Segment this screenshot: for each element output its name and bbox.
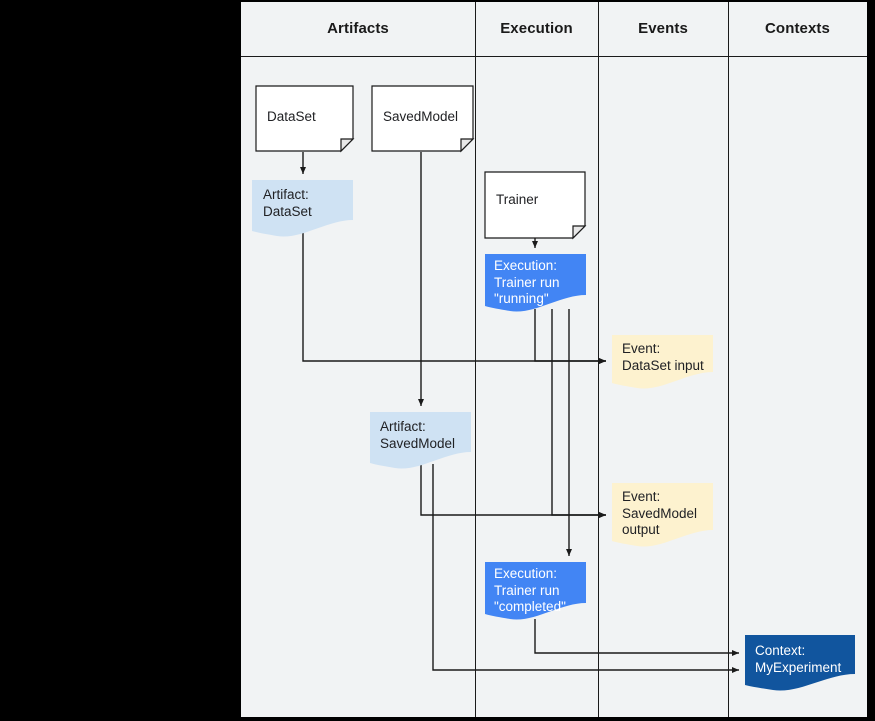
lane-divider-2	[598, 2, 600, 717]
lane-header-artifacts-label: Artifacts	[327, 20, 389, 37]
edge-execution-completed-to-context	[534, 619, 739, 656]
edge-execution-running-to-event-input	[534, 309, 606, 364]
lane-header-execution: Execution	[475, 2, 598, 56]
edge-artifact-savedmodel-to-event-output	[420, 464, 606, 518]
shape-type-dataset[interactable]	[255, 85, 354, 152]
header-rule	[241, 56, 867, 58]
shape-type-savedmodel[interactable]	[371, 85, 474, 152]
lane-header-execution-label: Execution	[500, 20, 573, 37]
lane-header-events: Events	[598, 2, 728, 56]
shape-event-savedmodel-output[interactable]	[612, 483, 713, 547]
shape-type-dataset-fold	[340, 138, 355, 153]
lane-header-events-label: Events	[638, 20, 688, 37]
shape-type-savedmodel-fold	[460, 138, 475, 153]
edge-execution-running-to-event-output	[551, 309, 606, 518]
shape-type-trainer-fold	[572, 225, 587, 240]
lane-divider-3	[728, 2, 730, 717]
shape-artifact-dataset[interactable]	[252, 180, 353, 237]
lane-divider-1	[475, 2, 477, 717]
swimlane-diagram: Artifacts Execution Events Contexts	[241, 2, 867, 717]
shape-event-dataset-input[interactable]	[612, 335, 713, 389]
edge-artifact-savedmodel-to-context	[432, 464, 739, 673]
shape-execution-running[interactable]	[485, 254, 586, 312]
connector-layer	[252, 85, 855, 691]
shape-type-trainer[interactable]	[484, 171, 586, 239]
lane-header-artifacts: Artifacts	[241, 2, 475, 56]
shape-context-myexperiment[interactable]	[745, 635, 855, 691]
lane-header-contexts-label: Contexts	[765, 20, 830, 37]
lane-header-contexts: Contexts	[728, 2, 867, 56]
edge-artifact-dataset-to-event	[302, 233, 606, 364]
shape-execution-completed[interactable]	[485, 562, 586, 620]
shape-artifact-savedmodel[interactable]	[370, 412, 471, 469]
